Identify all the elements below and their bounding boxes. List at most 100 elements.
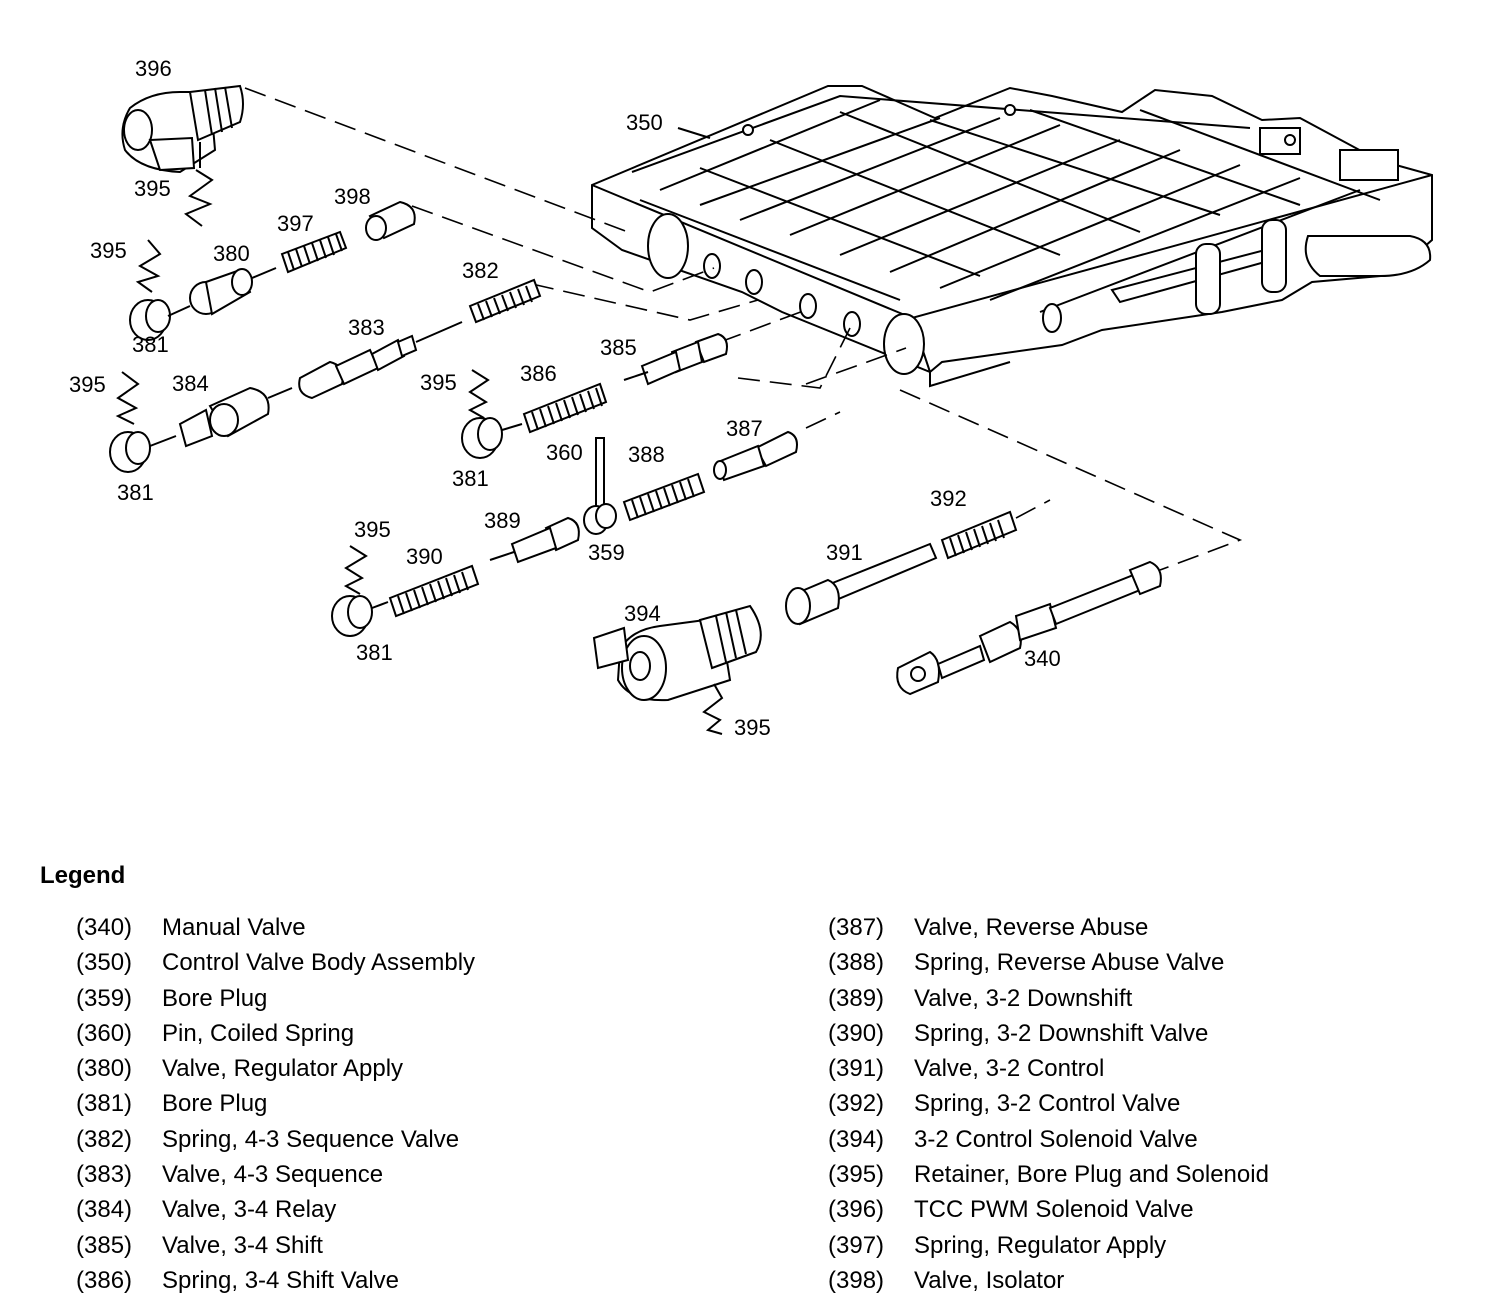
callout-396: 396 bbox=[135, 56, 172, 81]
coiled-spring-pin-360 bbox=[595, 437, 605, 513]
legend-item-description: Manual Valve bbox=[162, 914, 306, 941]
sequence-spring-382 bbox=[468, 278, 542, 324]
callout-381: 381 bbox=[132, 332, 169, 357]
legend-item-description: Spring, 3-2 Control Valve bbox=[914, 1090, 1181, 1118]
legend-item-number: (381) bbox=[76, 1090, 133, 1118]
retainer-395-c bbox=[115, 371, 140, 425]
assembly-guide-lines bbox=[244, 87, 1243, 571]
control-solenoid-394 bbox=[592, 604, 762, 702]
bore-plug-359 bbox=[583, 503, 617, 535]
legend-item-number: (340) bbox=[76, 914, 133, 941]
callout-381: 381 bbox=[356, 640, 393, 665]
legend-item-description: Control Valve Body Assembly bbox=[162, 949, 476, 977]
legend-item: (386)Spring, 3-4 Shift Valve bbox=[76, 1263, 475, 1298]
bore-plug-381-b bbox=[109, 431, 151, 473]
legend-item-number: (390) bbox=[828, 1019, 885, 1047]
legend-item-number: (383) bbox=[76, 1161, 133, 1189]
bore-plug-381-c bbox=[461, 417, 503, 459]
callout-359: 359 bbox=[588, 540, 625, 565]
legend-item: (350) Control Valve Body Assembly bbox=[76, 945, 475, 980]
callout-397: 397 bbox=[277, 211, 314, 236]
legend-item: (382) Spring, 4-3 Sequence Valve bbox=[76, 1122, 475, 1157]
legend-item-description: Bore Plug bbox=[162, 1090, 268, 1118]
callout-392: 392 bbox=[930, 486, 967, 511]
legend-item-number: (385) bbox=[76, 1231, 133, 1259]
legend-item: (398)Valve, Isolator bbox=[828, 1263, 1269, 1298]
retainer-395-a bbox=[184, 169, 214, 227]
sequence-valve-383 bbox=[298, 321, 463, 400]
shift-valve-385 bbox=[623, 332, 728, 386]
legend-item-number: (394) bbox=[828, 1125, 885, 1153]
legend-item-number: (384) bbox=[76, 1196, 133, 1224]
bore-plug-381-a bbox=[129, 299, 171, 341]
legend-item: (380) Valve, Regulator Apply bbox=[76, 1051, 475, 1086]
legend-item: (387)Valve, Reverse Abuse bbox=[828, 910, 1269, 945]
legend-item-description: Valve, 3-2 Control bbox=[914, 1055, 1105, 1083]
legend-item-number: (386) bbox=[76, 1266, 133, 1294]
tcc-pwm-solenoid-396 bbox=[121, 84, 244, 174]
legend-item: (385) Valve, 3-4 Shift bbox=[76, 1228, 475, 1263]
callout-382: 382 bbox=[462, 258, 499, 283]
downshift-valve-389 bbox=[489, 516, 580, 564]
legend-item: (396)TCC PWM Solenoid Valve bbox=[828, 1192, 1269, 1227]
legend-item-description: Spring, 4-3 Sequence Valve bbox=[162, 1125, 460, 1153]
callout-386: 386 bbox=[520, 361, 557, 386]
retainer-395-d bbox=[467, 369, 490, 419]
legend-item: (391)Valve, 3-2 Control bbox=[828, 1051, 1269, 1086]
reverse-abuse-valve-387 bbox=[713, 430, 798, 482]
legend-item-number: (380) bbox=[76, 1055, 133, 1083]
callout-395: 395 bbox=[69, 372, 106, 397]
control-valve-391 bbox=[785, 542, 938, 626]
legend-item: (394)3-2 Control Solenoid Valve bbox=[828, 1122, 1269, 1157]
callout-395: 395 bbox=[420, 370, 457, 395]
callout-381: 381 bbox=[452, 466, 489, 491]
callout-384: 384 bbox=[172, 371, 209, 396]
legend-item-number: (382) bbox=[76, 1125, 133, 1153]
legend-item-number: (360) bbox=[76, 1019, 133, 1047]
legend-title: Legend bbox=[40, 862, 126, 889]
manual-valve-340 bbox=[896, 560, 1162, 696]
legend-item-number: (389) bbox=[828, 984, 885, 1012]
legend-item-number: (395) bbox=[828, 1161, 885, 1189]
callout-leaders bbox=[199, 127, 711, 168]
legend-item-number: (397) bbox=[828, 1231, 885, 1259]
legend-item: (359)Bore Plug bbox=[76, 981, 475, 1016]
legend-column-right: (387)Valve, Reverse Abuse (388) Spring, R… bbox=[828, 910, 1269, 1298]
legend-item-description: Spring, Reverse Abuse Valve bbox=[914, 949, 1225, 977]
legend-item: (395)Retainer, Bore Plug and Solenoid bbox=[828, 1157, 1269, 1192]
legend-item: (389) Valve, 3-2 Downshift bbox=[828, 981, 1269, 1016]
control-valve-body bbox=[591, 85, 1433, 388]
legend-item-description: Valve, 3-4 Shift bbox=[162, 1231, 323, 1259]
callout-398: 398 bbox=[334, 184, 371, 209]
legend-item: (397)Spring, Regulator Apply bbox=[828, 1228, 1269, 1263]
legend-item-description: TCC PWM Solenoid Valve bbox=[914, 1196, 1194, 1224]
legend-item: (360)Pin, Coiled Spring bbox=[76, 1016, 475, 1051]
retainer-395-b bbox=[135, 239, 162, 293]
legend-item-description: Valve, Regulator Apply bbox=[162, 1055, 404, 1083]
callout-385: 385 bbox=[600, 335, 637, 360]
regulator-apply-valve-380 bbox=[189, 267, 277, 316]
callout-394: 394 bbox=[624, 601, 661, 626]
relay-valve-384 bbox=[178, 386, 293, 448]
callout-380: 380 bbox=[213, 241, 250, 266]
callout-350: 350 bbox=[626, 110, 663, 135]
exploded-view-diagram: 396 350 395 398 397 395 380 381 382 383 … bbox=[69, 56, 1433, 740]
legend-item-description: Spring, 3-2 Downshift Valve bbox=[914, 1019, 1209, 1047]
legend-item-description: Valve, 4-3 Sequence bbox=[162, 1161, 384, 1189]
legend-item-description: Valve, 3-2 Downshift bbox=[914, 984, 1133, 1012]
legend-item-number: (388) bbox=[828, 949, 885, 977]
retainer-395-e bbox=[343, 545, 368, 595]
legend-item: (383) Valve, 4-3 Sequence bbox=[76, 1157, 475, 1192]
retainer-395-f bbox=[702, 683, 724, 735]
bore-plug-381-d bbox=[331, 595, 373, 637]
callout-381: 381 bbox=[117, 480, 154, 505]
callout-395: 395 bbox=[734, 715, 771, 740]
callout-340: 340 bbox=[1024, 646, 1061, 671]
legend-item-number: (398) bbox=[828, 1266, 885, 1294]
legend-item-number: (350) bbox=[76, 949, 133, 977]
reverse-abuse-spring-388 bbox=[622, 472, 706, 522]
legend-item-number: (359) bbox=[76, 984, 133, 1012]
callout-391: 391 bbox=[826, 540, 863, 565]
legend-item: (340) Manual Valve bbox=[76, 910, 475, 945]
legend-item-number: (392) bbox=[828, 1090, 885, 1118]
